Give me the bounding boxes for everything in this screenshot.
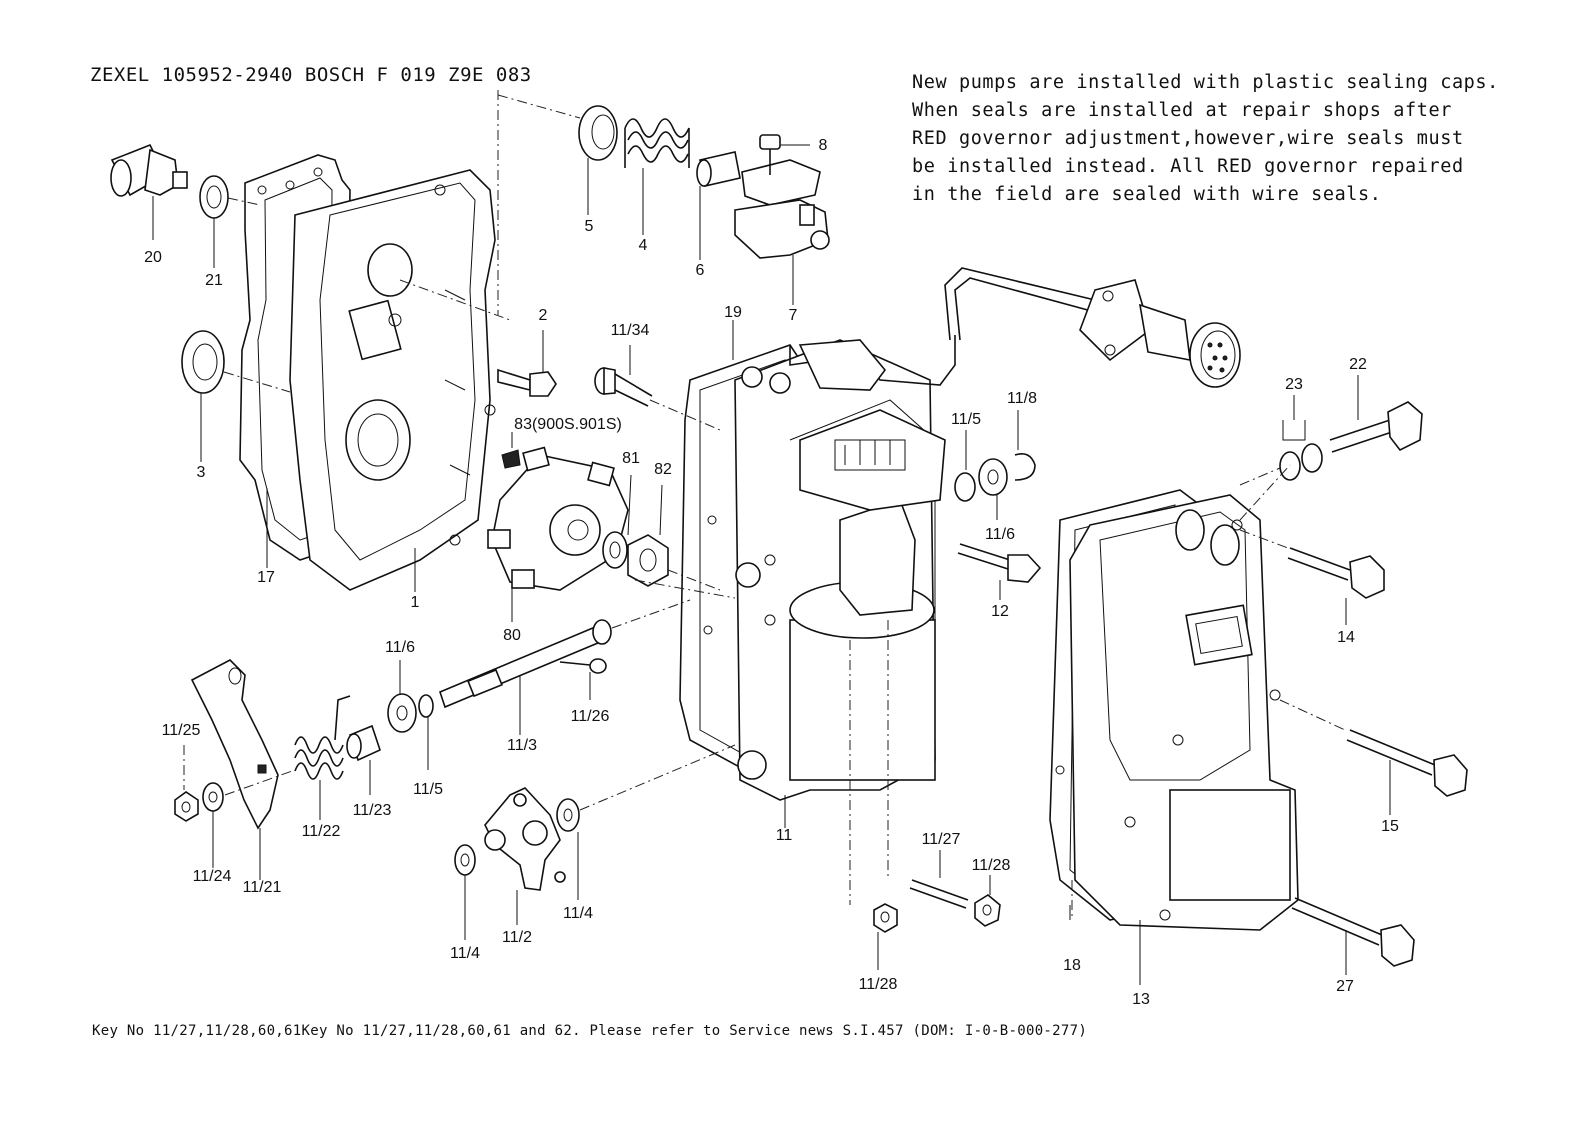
callout-80: 80 — [503, 627, 521, 644]
note-line-3: RED governor adjustment,however,wire sea… — [912, 128, 1464, 149]
callout-11-6-upper: 11/6 — [985, 526, 1015, 543]
note-line-4: be installed instead. All RED governor r… — [912, 156, 1464, 177]
part-7-bracket — [734, 159, 830, 305]
callout-7: 7 — [788, 307, 798, 324]
part-3-seal-ring — [181, 330, 291, 462]
callout-11-24: 11/24 — [192, 868, 232, 885]
callout-8: 8 — [818, 137, 828, 154]
callout-1: 1 — [410, 594, 420, 611]
part-11-3-shaft — [439, 599, 691, 735]
callout-11-5-upper: 11/5 — [951, 411, 981, 428]
callout-11-23: 11/23 — [352, 802, 392, 819]
part-15-bolt — [1279, 699, 1468, 815]
callout-11-25: 11/25 — [161, 722, 201, 739]
callout-27: 27 — [1336, 978, 1354, 995]
callout-23: 23 — [1285, 376, 1303, 393]
callout-5: 5 — [584, 218, 594, 235]
part-11-5-oring — [954, 430, 976, 502]
callout-11-8: 11/8 — [1007, 390, 1037, 407]
part-8-screw — [759, 134, 810, 175]
part-11-governor-body — [734, 339, 946, 905]
part-21-washer — [199, 175, 229, 268]
callout-11-5-lower: 11/5 — [413, 781, 443, 798]
part-11-28-nut-bottom — [873, 903, 898, 970]
callout-11-2: 11/2 — [502, 929, 532, 946]
part-6-sleeve — [696, 151, 741, 260]
part-13-cover — [1069, 494, 1299, 985]
callout-2: 2 — [538, 307, 548, 324]
note-line-1: New pumps are installed with plastic sea… — [912, 72, 1499, 93]
part-1-governor-housing — [289, 169, 511, 592]
callout-20: 20 — [144, 249, 162, 266]
part-14-bolt — [1239, 529, 1385, 625]
callout-81: 81 — [622, 450, 640, 467]
part-11-6-washer-upper — [978, 458, 1008, 520]
part-11-4-washer-right — [556, 744, 736, 900]
callout-83: 83(900S.901S) — [514, 416, 622, 433]
callout-11: 11 — [775, 827, 793, 844]
part-11-6-washer-lower — [387, 660, 417, 733]
callout-11-28-bottom: 11/28 — [858, 976, 898, 993]
callout-11-21: 11/21 — [242, 879, 282, 896]
note-line-5: in the field are sealed with wire seals. — [912, 184, 1382, 205]
callout-15: 15 — [1381, 818, 1399, 835]
part-11-26-screw — [559, 658, 607, 700]
callout-13: 13 — [1132, 991, 1150, 1008]
callout-11-27: 11/27 — [921, 831, 961, 848]
callout-11-28-right: 11/28 — [971, 857, 1011, 874]
part-17-gasket — [239, 154, 351, 568]
callout-11-6-lower: 11/6 — [385, 639, 415, 656]
part-11-21-lever — [190, 659, 279, 880]
part-83-key — [501, 432, 521, 469]
part-11-27-stud — [909, 850, 969, 909]
part-11-8-clip — [1014, 410, 1036, 481]
callout-14: 14 — [1337, 629, 1355, 646]
callout-6: 6 — [695, 262, 705, 279]
callout-11-34: 11/34 — [610, 322, 650, 339]
part-80-rotor — [487, 446, 629, 622]
part-11-24-washer — [202, 769, 296, 868]
diagram-title: ZEXEL 105952-2940 BOSCH F 019 Z9E 083 — [90, 64, 532, 86]
callout-82: 82 — [654, 461, 672, 478]
part-11-25-nut — [174, 745, 199, 822]
callout-3: 3 — [196, 464, 206, 481]
callout-17: 17 — [257, 569, 275, 586]
part-81-washer — [602, 474, 632, 569]
part-20-plug — [110, 143, 188, 240]
part-2-bolt — [497, 330, 557, 397]
callout-19: 19 — [724, 304, 742, 321]
callout-18: 18 — [1063, 957, 1081, 974]
callout-21: 21 — [205, 272, 223, 289]
callout-11-4-left: 11/4 — [450, 945, 480, 962]
part-4-spring — [624, 118, 690, 235]
part-11-34-screw — [594, 345, 721, 431]
part-5-cap — [578, 105, 618, 215]
part-11-4-washer-left — [454, 844, 476, 940]
callout-11-3: 11/3 — [507, 737, 537, 754]
part-12-screw — [957, 543, 1042, 600]
part-11-23-sleeve — [346, 724, 381, 795]
part-11-5-oring-lower — [418, 694, 434, 770]
part-11-28-nut-right — [974, 875, 1001, 927]
callout-11-26: 11/26 — [570, 708, 610, 725]
footer-reference-note: Key No 11/27,11/28,60,61Key No 11/27,11/… — [92, 1023, 1088, 1039]
part-23-washers — [1279, 395, 1323, 481]
part-82-nut — [627, 484, 721, 591]
wiring-harness — [789, 267, 1241, 391]
callout-12: 12 — [991, 603, 1009, 620]
callout-22: 22 — [1349, 356, 1367, 373]
callout-4: 4 — [638, 237, 648, 254]
part-11-22-spring — [294, 695, 351, 820]
callout-11-4-right: 11/4 — [563, 905, 593, 922]
callout-11-22: 11/22 — [301, 823, 341, 840]
part-27-bolt — [1291, 897, 1415, 975]
note-line-2: When seals are installed at repair shops… — [912, 100, 1452, 121]
part-11-2-lever — [484, 787, 566, 925]
part-22-banjo-bolt — [1239, 375, 1423, 486]
